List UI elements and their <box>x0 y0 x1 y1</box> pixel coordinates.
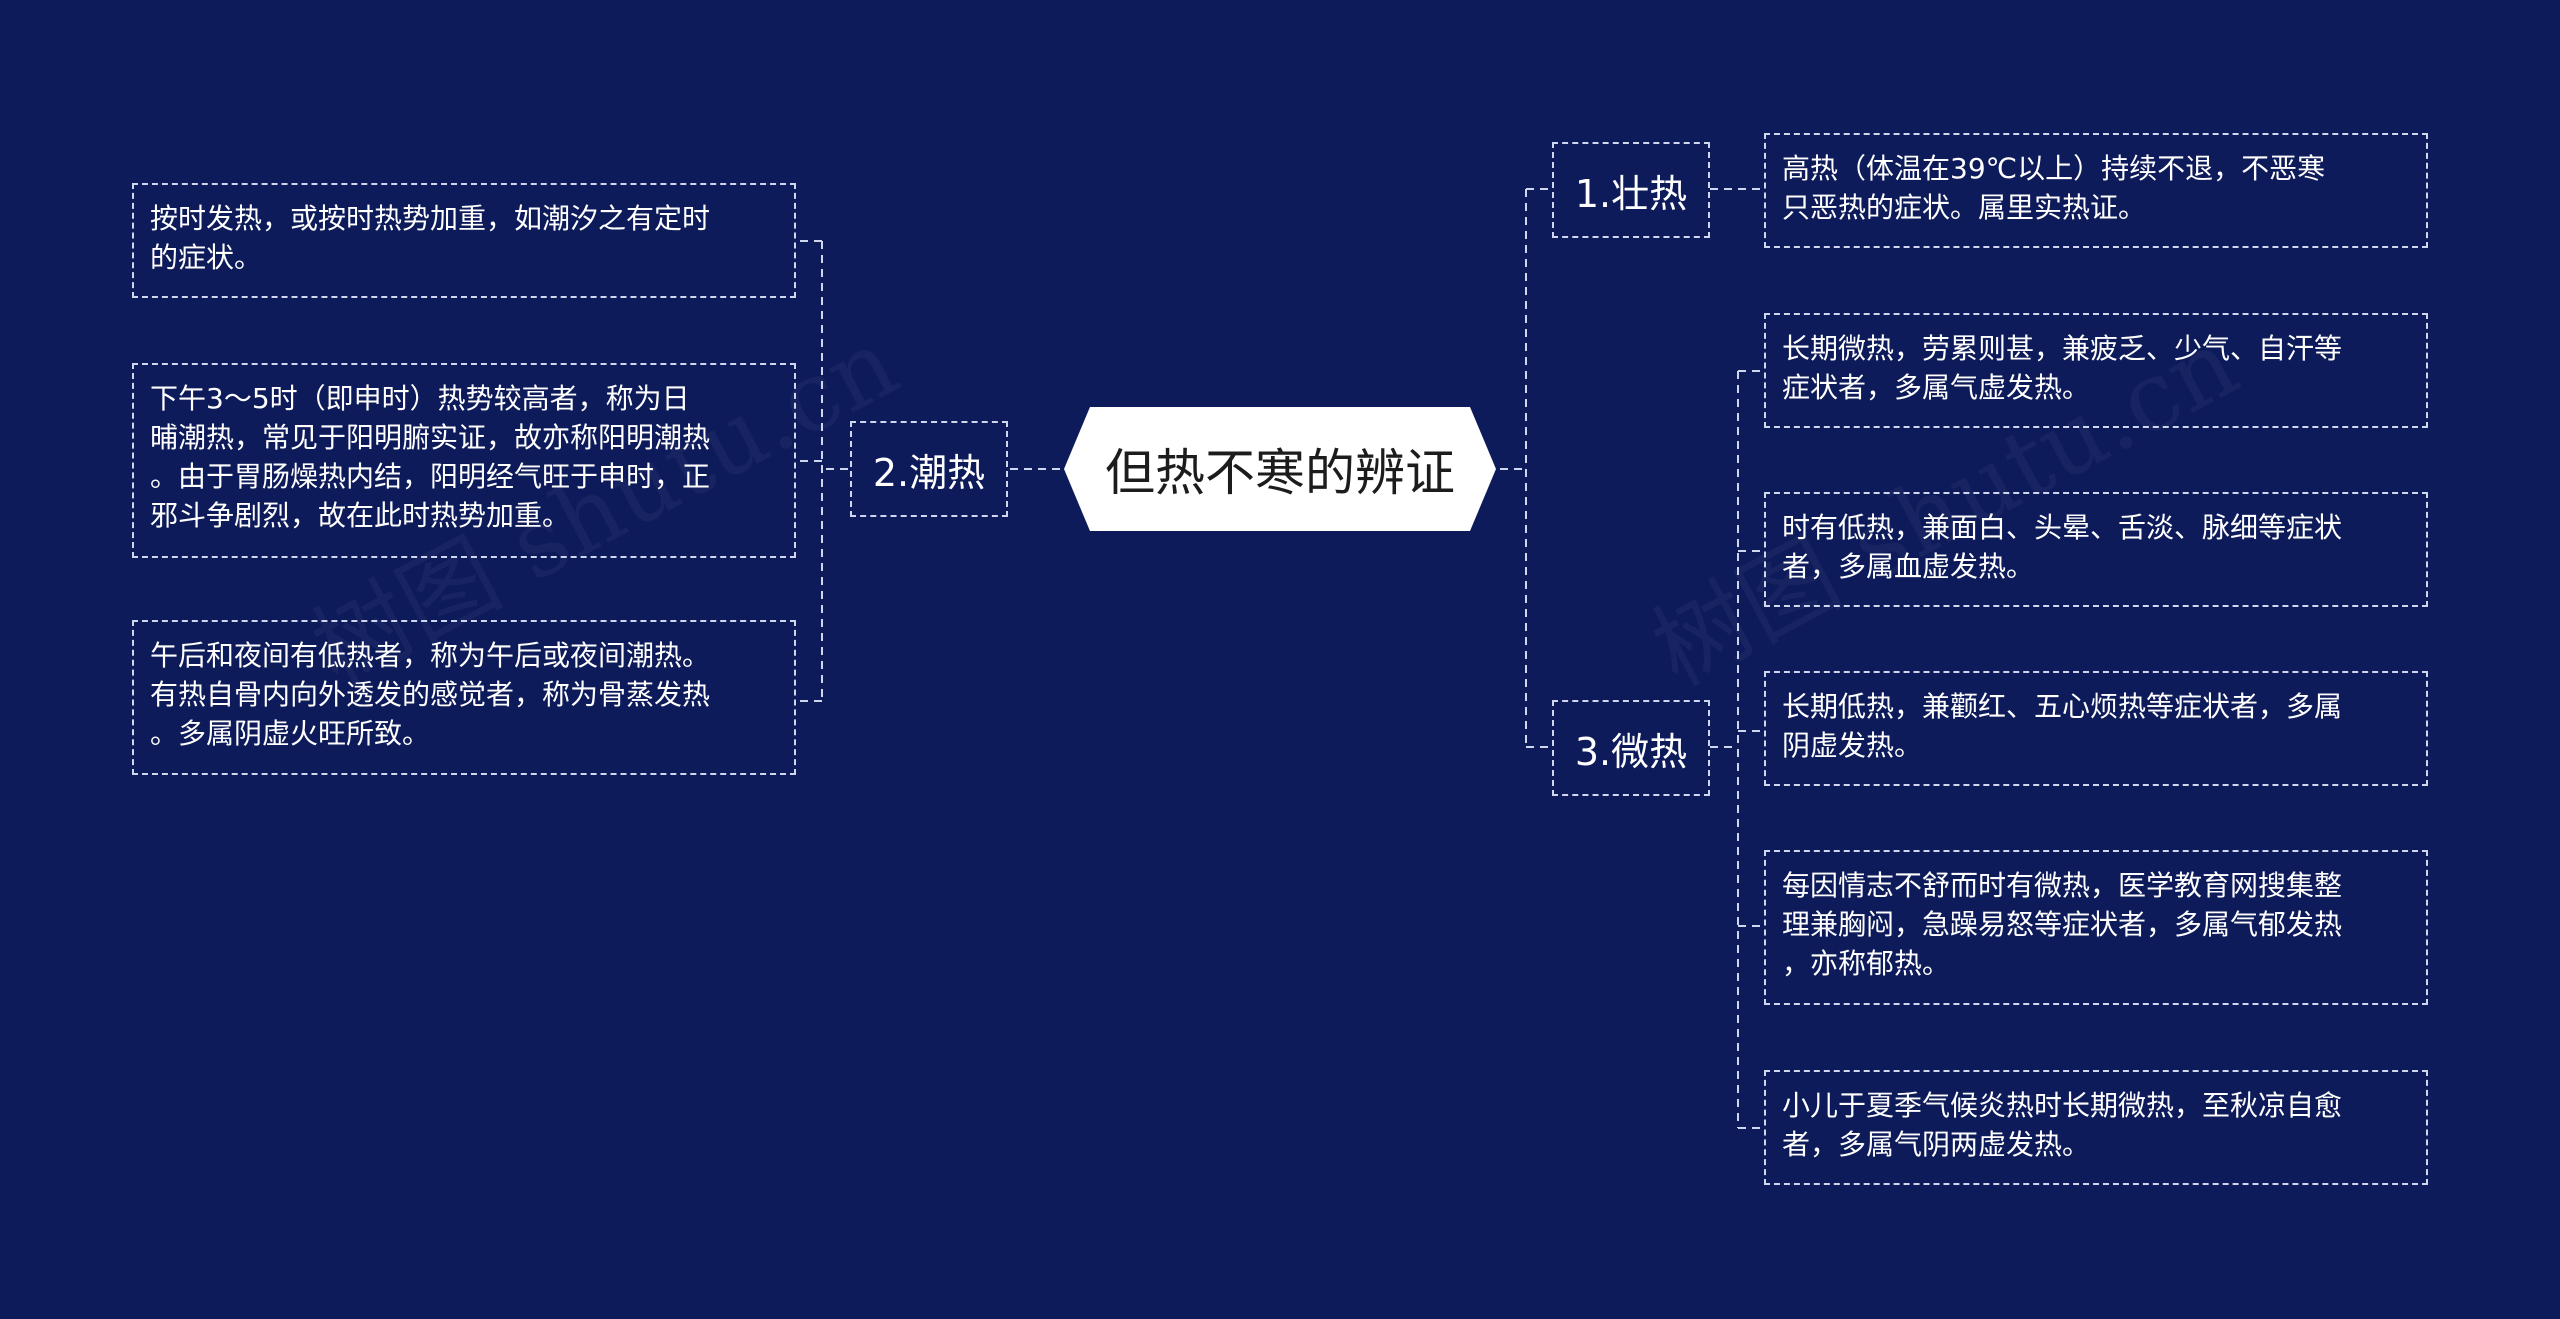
leaf-b3-3[interactable]: 长期低热，兼颧红、五心烦热等症状者，多属 阴虚发热。 <box>1764 671 2428 786</box>
branch-b2-label: 2.潮热 <box>872 450 986 495</box>
edge-b2-leaves <box>796 240 848 702</box>
branch-b1[interactable]: 1.壮热 <box>1552 142 1710 238</box>
central-topic[interactable]: 但热不寒的辨证 <box>1062 405 1498 533</box>
leaf-b2-2[interactable]: 下午3～5时（即申时）热势较高者，称为日 晡潮热，常见于阳明腑实证，故亦称阳明潮… <box>132 363 796 558</box>
leaf-b3-1[interactable]: 长期微热，劳累则甚，兼疲乏、少气、自汗等 症状者，多属气虚发热。 <box>1764 313 2428 428</box>
edge-b3-leaves <box>1710 370 1764 1129</box>
central-topic-shape <box>1064 407 1496 531</box>
leaf-b3-5[interactable]: 小儿于夏季气候炎热时长期微热，至秋凉自愈 者，多属气阴两虚发热。 <box>1764 1070 2428 1185</box>
central-topic-label: 但热不寒的辨证 <box>1105 444 1455 502</box>
leaf-b2-3[interactable]: 午后和夜间有低热者，称为午后或夜间潮热。 有热自骨内向外透发的感觉者，称为骨蒸发… <box>132 620 796 775</box>
branch-b2[interactable]: 2.潮热 <box>850 421 1008 517</box>
branch-b3-label: 3.微热 <box>1574 729 1688 774</box>
leaf-b3-2[interactable]: 时有低热，兼面白、头晕、舌淡、脉细等症状 者，多属血虚发热。 <box>1764 492 2428 607</box>
leaf-b1-1[interactable]: 高热（体温在39℃以上）持续不退，不恶寒 只恶热的症状。属里实热证。 <box>1764 133 2428 248</box>
branch-b1-label: 1.壮热 <box>1574 171 1688 216</box>
edge-center-right <box>1500 188 1552 748</box>
leaf-b2-1[interactable]: 按时发热，或按时热势加重，如潮汐之有定时 的症状。 <box>132 183 796 298</box>
leaf-b3-4[interactable]: 每因情志不舒而时有微热，医学教育网搜集整 理兼胸闷，急躁易怒等症状者，多属气郁发… <box>1764 850 2428 1005</box>
branch-b3[interactable]: 3.微热 <box>1552 700 1710 796</box>
